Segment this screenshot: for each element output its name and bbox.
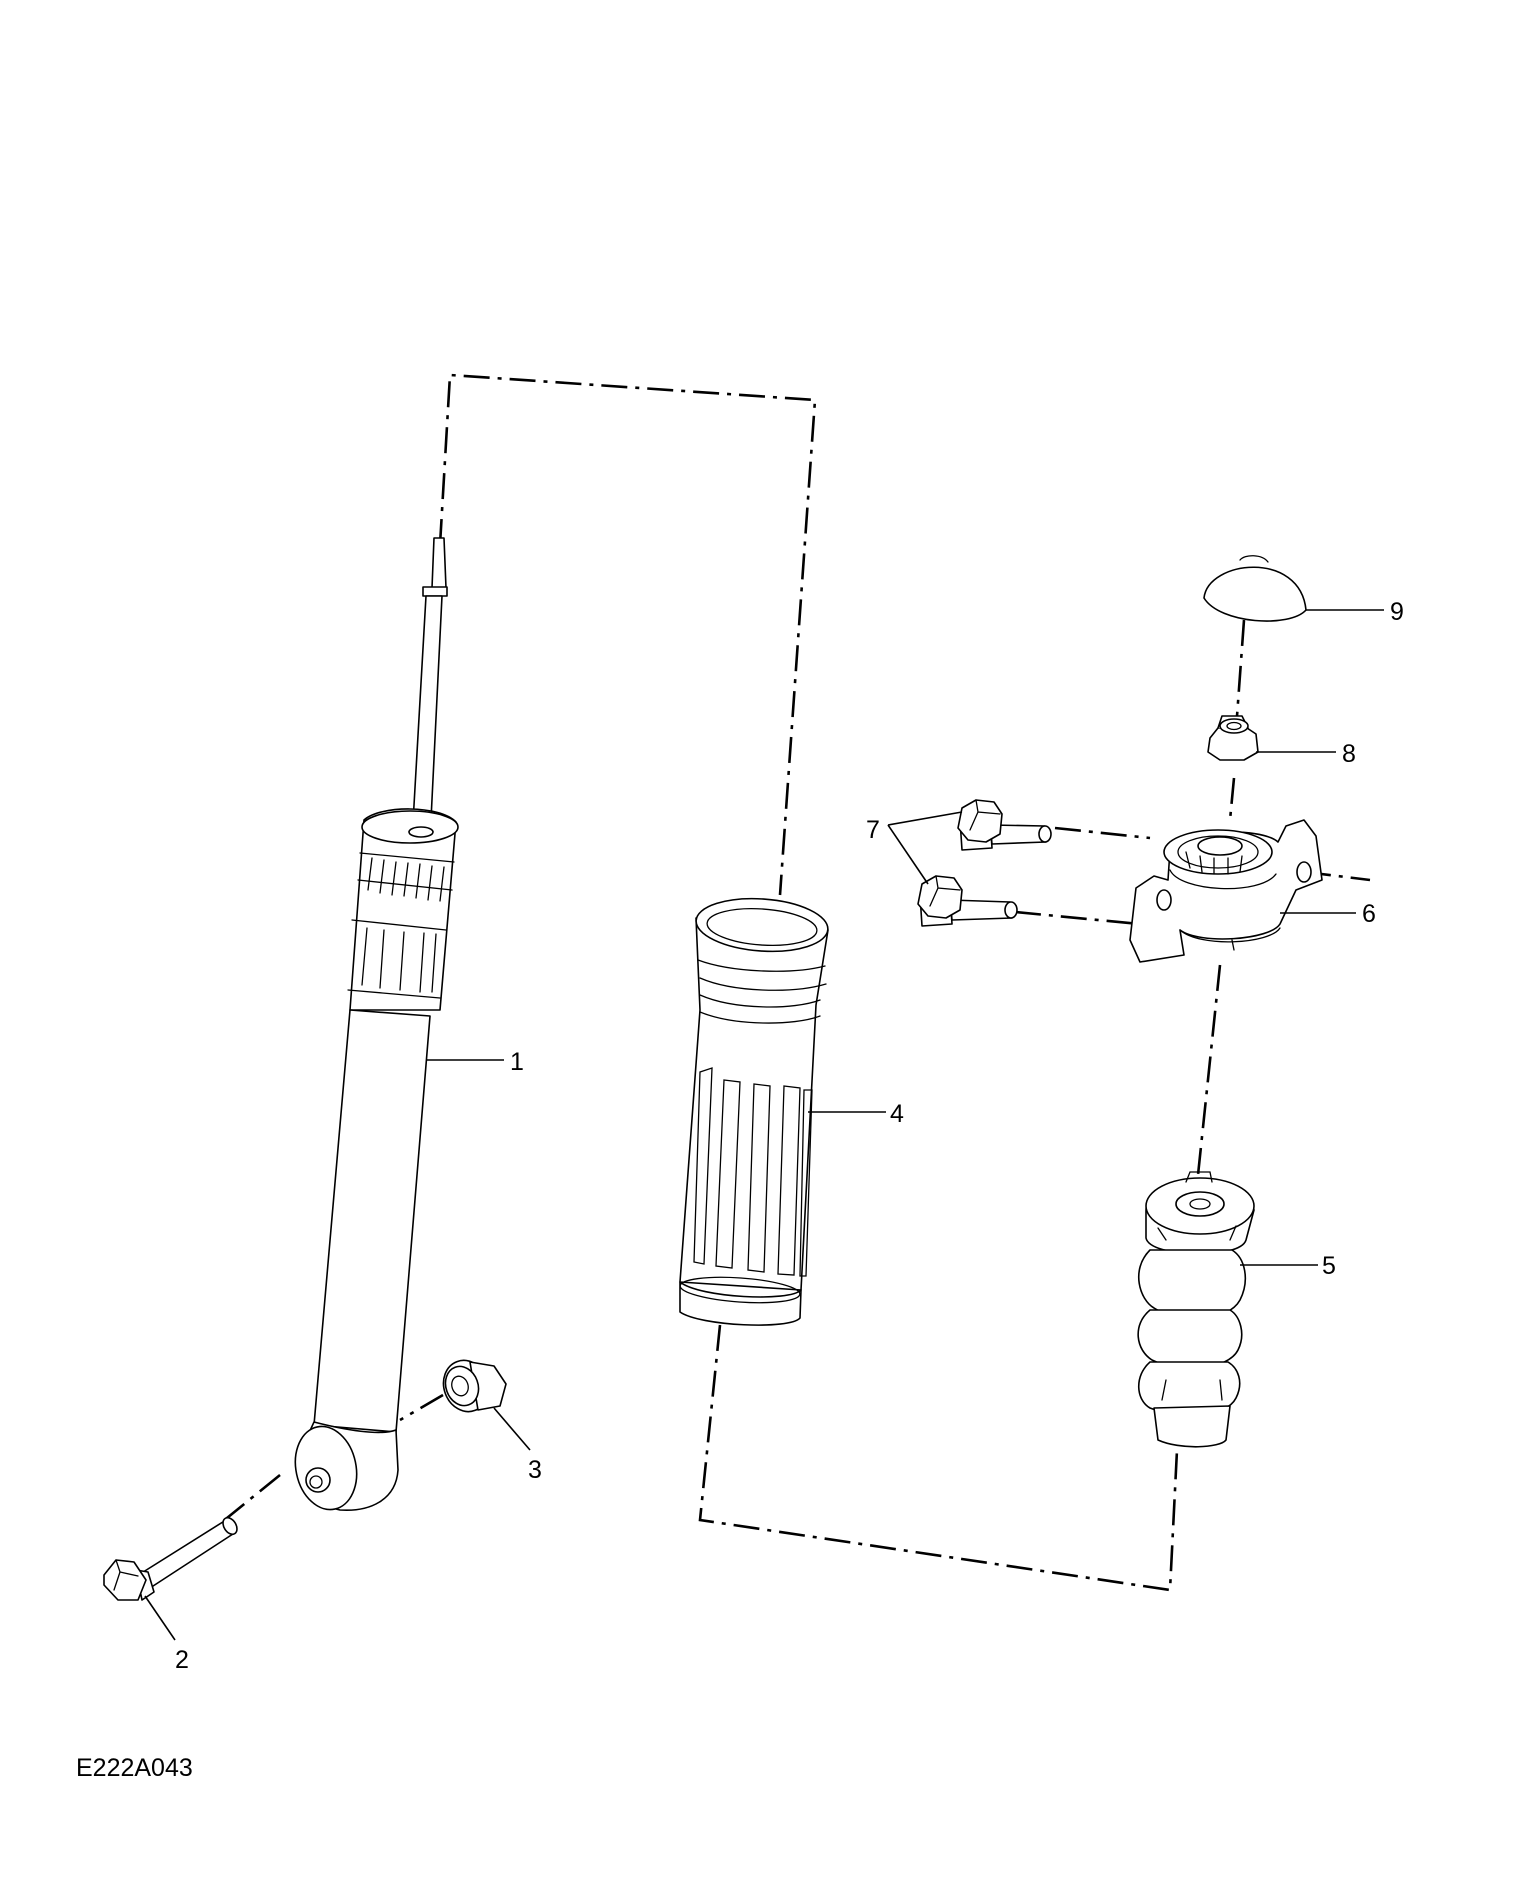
dust-boot	[679, 897, 829, 1326]
callout-3: 3	[528, 1456, 542, 1484]
callout-labels: 1 2 3 4 5 6 7 8 9	[175, 598, 1404, 1674]
callout-2: 2	[175, 1646, 189, 1674]
callout-1: 1	[510, 1048, 524, 1076]
assembly-guide-lines	[221, 373, 1371, 1592]
callout-8: 8	[1342, 740, 1356, 768]
callout-7: 7	[866, 816, 880, 844]
top-nut	[1207, 715, 1259, 761]
callout-6: 6	[1362, 900, 1376, 928]
shock-absorber	[294, 537, 459, 1511]
bolt-upper	[957, 799, 1052, 851]
leader-lines	[144, 609, 1384, 1641]
bolt-lower	[917, 875, 1018, 927]
callout-9: 9	[1390, 598, 1404, 626]
bump-stop	[1137, 1171, 1255, 1448]
top-mount	[1129, 819, 1323, 963]
dust-cap	[1203, 555, 1307, 622]
callout-5: 5	[1322, 1252, 1336, 1280]
mount-bolts	[917, 799, 1052, 927]
callout-4: 4	[890, 1100, 904, 1128]
bolt	[103, 1516, 238, 1601]
illustration-reference-code: E222A043	[76, 1754, 193, 1782]
flange-nut	[442, 1359, 507, 1413]
